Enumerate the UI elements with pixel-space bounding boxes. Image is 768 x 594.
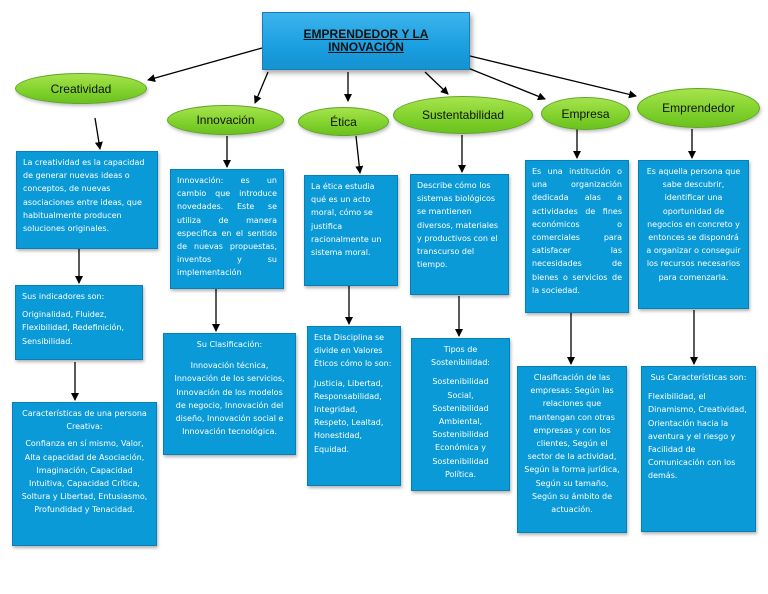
arrow-etica-desc	[355, 135, 364, 174]
node-emprendedor: Emprendedor	[637, 88, 760, 128]
node-innovacion: Innovación	[167, 105, 284, 135]
node-innovacion-label: Innovación	[196, 113, 255, 127]
innovacion-class-items: Innovación técnica, Innovación de los se…	[174, 361, 285, 437]
node-empresa: Empresa	[541, 97, 630, 130]
innovacion-class-title: Su Clasificación:	[196, 340, 263, 349]
node-creatividad-label: Creatividad	[50, 81, 112, 96]
node-etica: Ética	[298, 107, 389, 136]
creatividad-description-box: La creatividad es la capacidad de genera…	[16, 151, 158, 249]
creatividad-indicators: Originalidad, Fluidez, Flexibilidad, Red…	[22, 310, 125, 346]
sustentabilidad-types-title: Tipos de Sostenibilidad:	[431, 345, 490, 368]
empresa-class-box: Clasificación de las empresas: Según las…	[517, 366, 627, 533]
main-title-box: EMPRENDEDOR Y LA INNOVACIÓN	[262, 12, 470, 70]
arrow-title-emprendedor	[469, 55, 637, 99]
sustentabilidad-description: Describe cómo los sistemas biológicos se…	[417, 181, 499, 270]
etica-values: Justicia, Libertad, Responsabilidad, Int…	[314, 378, 384, 454]
node-sustentabilidad-label: Sustentabilidad	[421, 108, 505, 122]
innovacion-description-box: Innovación: es un cambio que introduce n…	[170, 169, 284, 289]
creatividad-indicators-title: Sus indicadores son:	[22, 292, 105, 301]
node-empresa-label: Empresa	[561, 106, 610, 121]
creatividad-description: La creatividad es la capacidad de genera…	[23, 158, 145, 234]
arrow-title-sustentabilidad	[424, 71, 449, 95]
creatividad-indicators-box: Sus indicadores son: Originalidad, Fluid…	[15, 285, 143, 360]
empresa-description: Es una institución o una organización de…	[532, 167, 622, 295]
node-creatividad: Creatividad	[15, 73, 147, 104]
emprendedor-traits: Flexibilidad, el Dinamismo, Creatividad,…	[648, 392, 747, 481]
creatividad-traits-title: Características de una persona Creativa:	[22, 409, 147, 432]
innovacion-description: Innovación: es un cambio que introduce n…	[177, 176, 277, 278]
innovacion-class-box: Su Clasificación: Innovación técnica, In…	[163, 333, 296, 455]
emprendedor-traits-title: Sus Características son:	[650, 373, 747, 382]
node-sustentabilidad: Sustentabilidad	[393, 96, 533, 134]
emprendedor-description: Es aquella persona que sabe descubrir, i…	[646, 167, 741, 282]
etica-description-box: La ética estudia qué es un acto moral, c…	[304, 175, 398, 286]
etica-description: La ética estudia qué es un acto moral, c…	[311, 182, 382, 258]
arrow-title-creatividad	[147, 47, 263, 82]
node-etica-label: Ética	[330, 114, 357, 129]
main-title: EMPRENDEDOR Y LA INNOVACIÓN	[303, 27, 429, 54]
emprendedor-description-box: Es aquella persona que sabe descubrir, i…	[638, 160, 749, 309]
arrow-title-innovacion	[254, 71, 269, 104]
etica-values-box: Esta Disciplina se divide en Valores Éti…	[307, 326, 401, 486]
creatividad-traits-box: Características de una persona Creativa:…	[12, 402, 157, 546]
sustentabilidad-description-box: Describe cómo los sistemas biológicos se…	[410, 174, 509, 295]
etica-values-title: Esta Disciplina se divide en Valores Éti…	[314, 333, 392, 369]
emprendedor-traits-box: Sus Características son: Flexibilidad, e…	[641, 366, 756, 532]
sustentabilidad-types-box: Tipos de Sostenibilidad: Sostenibilidad …	[411, 338, 510, 491]
creatividad-traits: Confianza en sí mismo, Valor, Alta capac…	[21, 439, 148, 515]
empresa-class: Clasificación de las empresas: Según las…	[524, 373, 620, 515]
arrow-title-empresa	[457, 63, 546, 101]
empresa-description-box: Es una institución o una organización de…	[525, 160, 629, 313]
arrow-creatividad-desc	[94, 117, 103, 150]
sustentabilidad-types: Sostenibilidad Social, Sostenibilidad Am…	[432, 377, 489, 479]
node-emprendedor-label: Emprendedor	[662, 101, 735, 115]
